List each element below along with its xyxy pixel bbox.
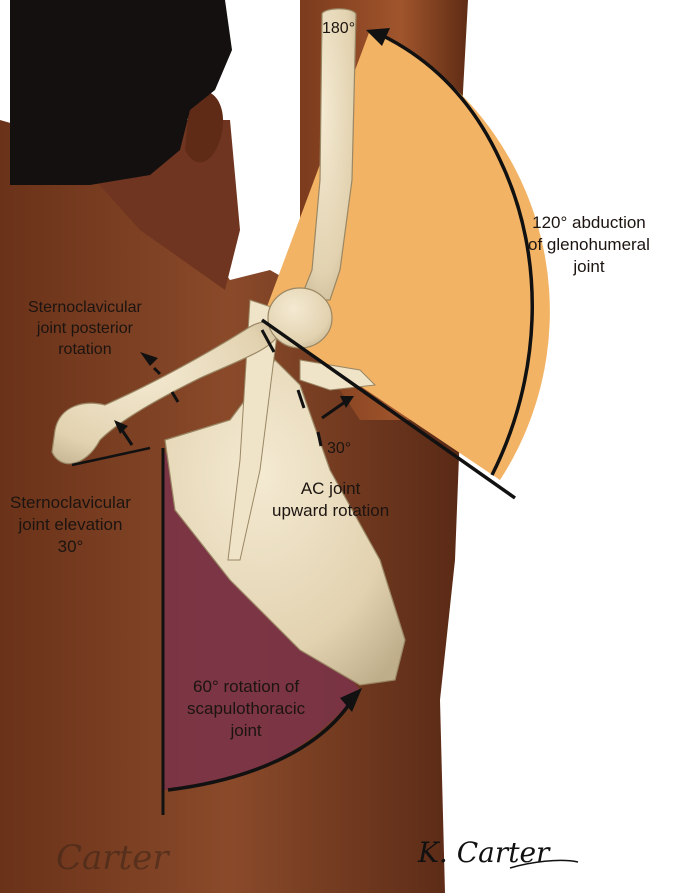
gh-text-1: 120° abduction	[528, 212, 650, 234]
sc-rot-text-1: Sternoclavicular	[28, 297, 142, 318]
sc-rot-text-3: rotation	[28, 339, 142, 360]
label-sc-posterior-rotation: Sternoclavicular joint posterior rotatio…	[28, 297, 142, 360]
sc-elev-text-2: joint elevation	[10, 514, 131, 536]
sc-elev-text-1: Sternoclavicular	[10, 492, 131, 514]
label-sc-elevation: Sternoclavicular joint elevation 30°	[10, 492, 131, 558]
sc-elev-text-3: 30°	[10, 536, 131, 558]
st-text-1: 60° rotation of	[187, 676, 305, 698]
label-180-degrees: 180°	[322, 18, 355, 40]
artist-signature-left: Carter	[56, 838, 169, 878]
label-scapulothoracic-rotation: 60° rotation of scapulothoracic joint	[187, 676, 305, 742]
top-angle-text: 180°	[322, 18, 355, 40]
st-text-2: scapulothoracic	[187, 698, 305, 720]
label-glenohumeral-abduction: 120° abduction of glenohumeral joint	[528, 212, 650, 278]
humeral-head	[268, 288, 332, 348]
st-text-3: joint	[187, 720, 305, 742]
gh-text-3: joint	[528, 256, 650, 278]
signature-left-text: Carter	[56, 838, 169, 878]
artist-signature-right: K. Carter	[418, 836, 549, 869]
ac-angle-text: 30°	[327, 438, 351, 460]
sc-rot-text-2: joint posterior	[28, 318, 142, 339]
ac-text-2: upward rotation	[272, 500, 389, 522]
ac-text-1: AC joint	[272, 478, 389, 500]
signature-right-text: K. Carter	[418, 836, 549, 869]
label-ac-angle: 30°	[327, 438, 351, 460]
label-ac-upward-rotation: AC joint upward rotation	[272, 478, 389, 522]
gh-text-2: of glenohumeral	[528, 234, 650, 256]
